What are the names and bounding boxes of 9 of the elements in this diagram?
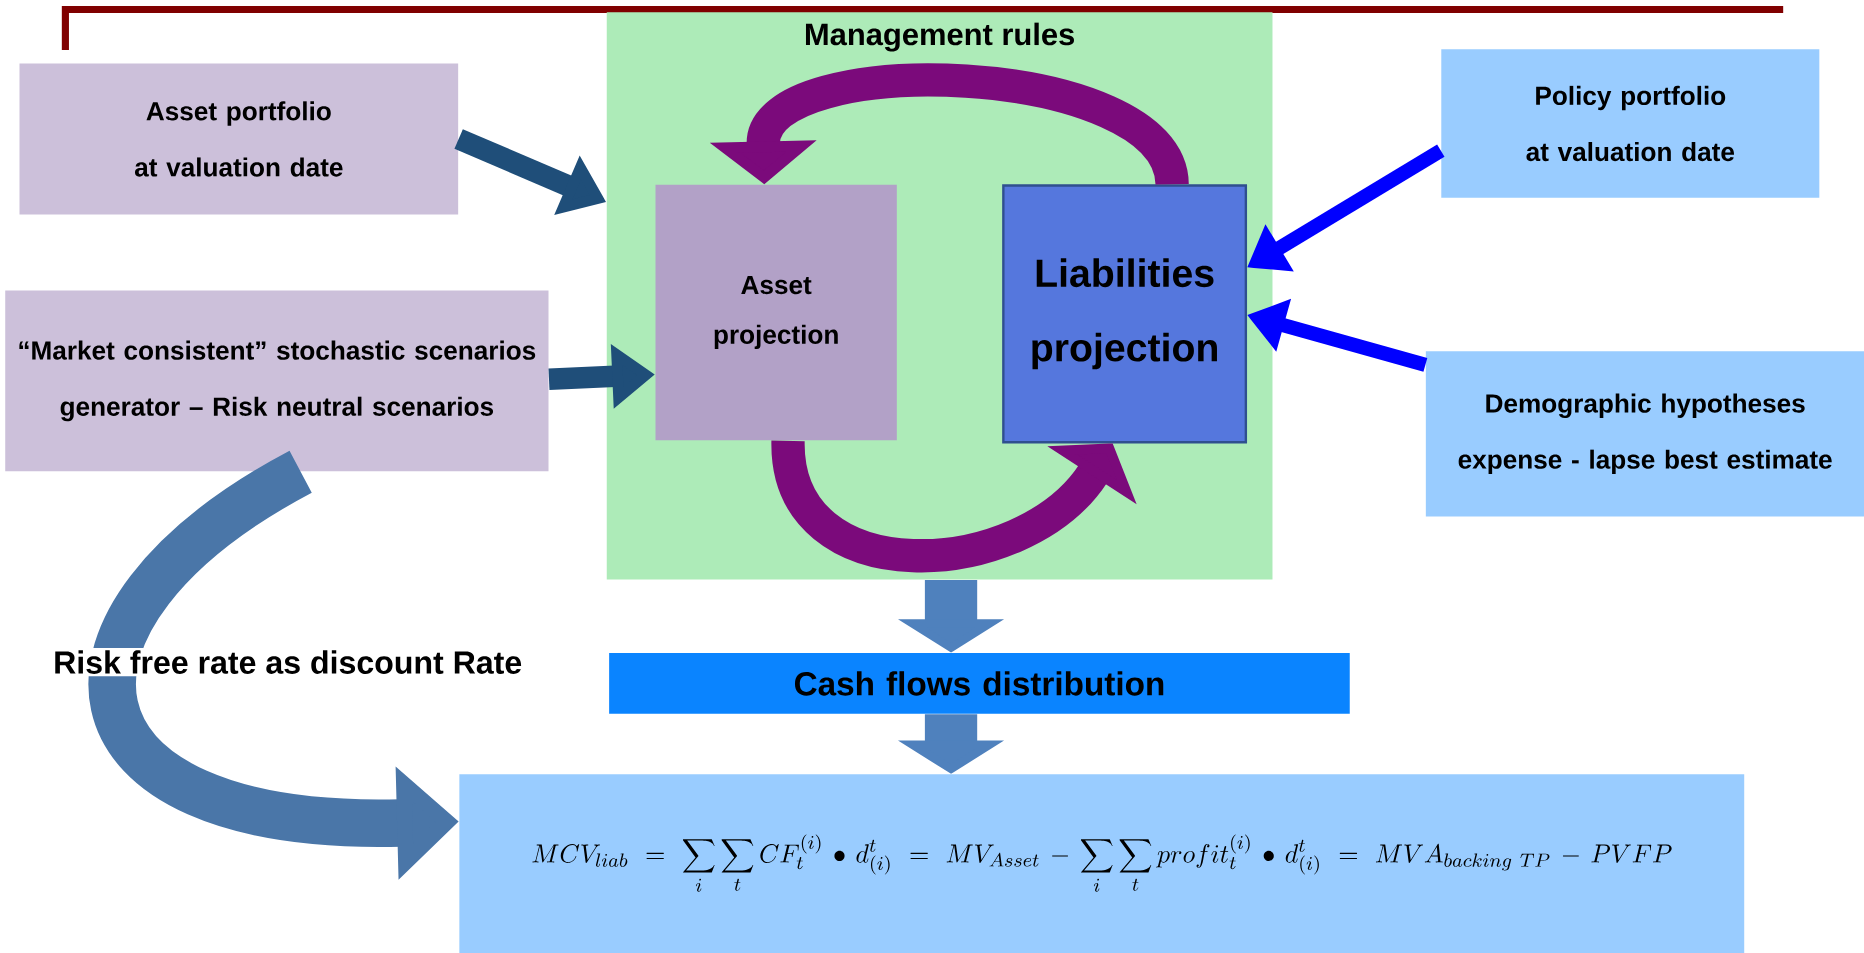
process-box: Demographic hypotheses expense - lapse best estimate	[1425, 351, 1864, 517]
process-box: Policy portfolio at valuation date	[1441, 49, 1820, 198]
process-box: Cash flows distribution	[609, 652, 1350, 714]
process-box: Asset portfolio at valuation date	[19, 63, 459, 215]
process-box: Liabilities projection	[1002, 184, 1248, 444]
edge-label: Risk free rate as discount Rate	[50, 647, 525, 677]
process-box: “Market consistent” stochastic scenarios generator – Risk neutral scenarios	[5, 290, 549, 472]
formula-box: $MCV_{liab}=\sum_{i}\sum_{t}CF_{t}^{(i)}\bullet d_{(i)}^{t}=MV_{Asset}-\sum_{i}\sum_{t}profit_{t}^{(i)}\bullet d_{(i)}^{t}=MVA_{backing\ TP}-PVFP$	[459, 774, 1745, 953]
process-box: Asset projection	[655, 184, 897, 441]
